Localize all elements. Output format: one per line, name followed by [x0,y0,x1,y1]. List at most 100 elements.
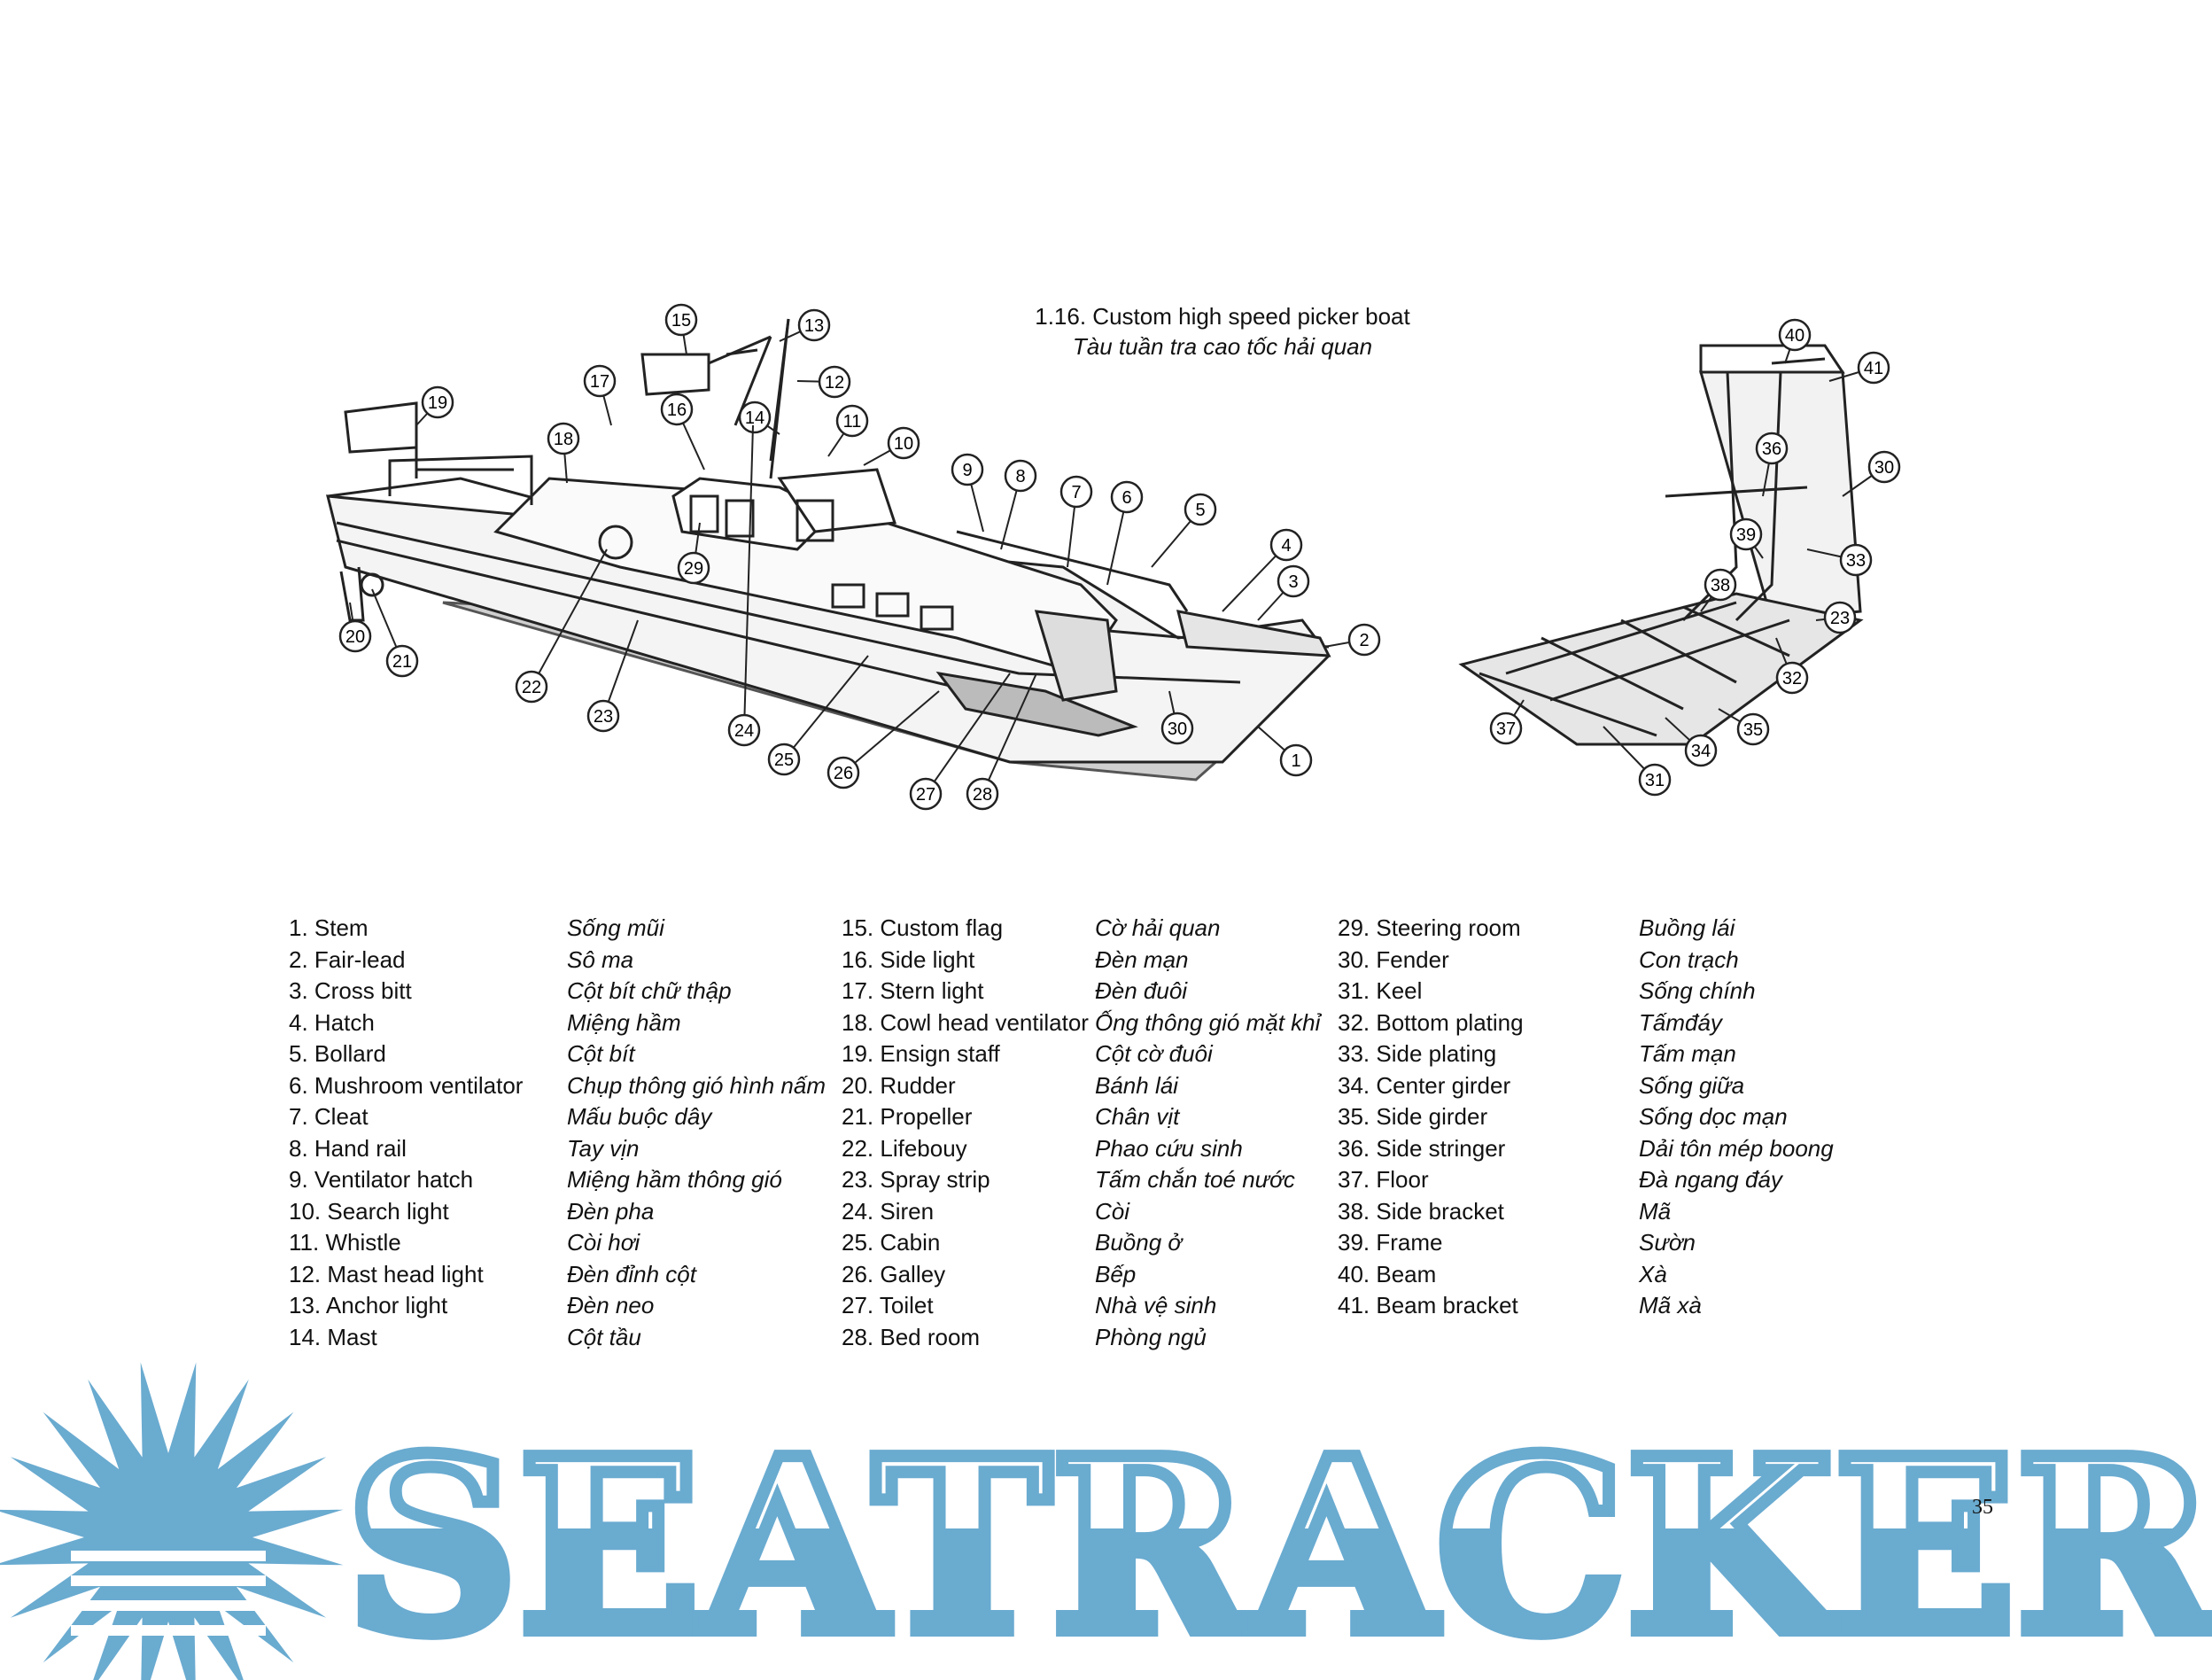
legend-term-en: 29. Steering room [1338,914,1521,941]
callout-35: 35 [1718,708,1770,746]
callout-leader-line [982,673,1037,795]
callout-leader-line [743,424,754,731]
callout-circle [1269,528,1303,562]
legend-term-en: 3. Cross bitt [289,977,412,1004]
callout-30: 30 [1842,450,1901,497]
callout-circle [738,401,772,434]
callout-circle [1729,517,1763,551]
legend-term-vi: Con trạch [1639,945,1739,973]
callout-number: 34 [1691,742,1711,761]
callout-circle [421,385,454,419]
callout-leader-line [842,690,940,774]
callout-circle [1277,564,1310,598]
callout-27: 27 [909,673,1011,811]
legend-term-vi: Bếp [1095,1260,1137,1287]
callout-17: 17 [583,364,617,426]
legend-term-vi: Tấm chắn toé nước [1095,1166,1295,1193]
legend-term-en: 4. Hatch [289,1008,375,1036]
legend-term-vi: Chụp thông gió hình nấm [567,1071,826,1099]
callout-34: 34 [1665,717,1718,767]
legend-term-vi: Mã [1639,1197,1672,1225]
sun-stripe [71,1625,266,1636]
callout-number: 30 [1168,719,1187,739]
callout-7: 7 [1059,475,1093,568]
legend-column-3: 29. Steering room Buồng lái 30. Fender Con … [1338,913,1834,1322]
legend-term-en: 24. Siren [842,1197,935,1225]
callout-29: 29 [677,522,710,585]
callout-10: 10 [863,426,920,466]
callout-circle [338,619,372,653]
legend-term-en: 8. Hand rail [289,1134,407,1162]
legend-term-en: 22. Lifebouy [842,1134,967,1162]
legend-term-vi: Đèn pha [567,1197,655,1225]
callout-circle [818,365,851,399]
callout-number: 16 [667,401,687,420]
callout-4: 4 [1222,528,1303,612]
legend-term-vi: Buồng lái [1639,914,1735,941]
callout-number: 33 [1846,551,1866,571]
callout-number: 24 [734,721,754,741]
legend-term-en: 30. Fender [1338,945,1449,973]
callout-9: 9 [951,453,984,533]
callout-number: 23 [1830,609,1850,628]
legend-row: 26. Galley Bếp [842,1259,1320,1291]
callout-circle [1110,480,1144,514]
legend-term-en: 31. Keel [1338,977,1423,1004]
callout-circle [1279,743,1313,777]
legend-term-en: 21. Propeller [842,1103,973,1130]
legend-term-en: 40. Beam [1338,1260,1437,1287]
callout-number: 39 [1736,525,1756,545]
legend-term-vi: Bánh lái [1095,1071,1178,1099]
callout-5: 5 [1151,493,1217,568]
legend-term-en: 9. Ventilator hatch [289,1166,474,1193]
legend-term-en: 1. Stem [289,914,369,941]
callout-31: 31 [1603,726,1672,797]
sun-stripe [71,1575,266,1586]
callout-23: 23 [1815,601,1857,634]
callout-number: 38 [1711,576,1730,595]
callout-number: 14 [745,408,764,428]
legend-term-vi: Sô ma [567,945,634,973]
callout-number: 13 [804,316,824,336]
legend-term-vi: Chân vịt [1095,1103,1180,1130]
legend-term-vi: Cột tầu [567,1323,641,1350]
legend-term-vi: Buồng ở [1095,1229,1183,1256]
figure-title: 1.16. Custom high speed picker boat Tàu … [930,301,1515,362]
callout-23: 23 [586,619,639,733]
callout-14: 14 [738,401,780,435]
legend-row: 30. Fender Con trạch [1338,945,1834,976]
callout-leader-line [925,673,1011,795]
callout-number: 36 [1762,439,1781,459]
callout-circle [1867,450,1901,484]
callout-circle [797,308,831,342]
figure-title-en: 1.16. Custom high speed picker boat [1035,303,1410,330]
legend-term-vi: Phòng ngủ [1095,1323,1207,1350]
callout-circle [1004,459,1037,493]
callout-11: 11 [827,404,869,457]
legend-term-en: 26. Galley [842,1260,946,1287]
callout-layer: 1234567891011121314151617181920212223242… [338,303,1901,811]
legend-term-en: 34. Center girder [1338,1071,1511,1099]
callout-number: 30 [1874,458,1894,478]
callout-circle [1839,543,1873,577]
legend-term-vi: Dải tôn mép boong [1639,1134,1834,1162]
legend-term-vi: Đèn mạn [1095,945,1189,973]
callout-28: 28 [966,673,1037,811]
callout-circle [660,393,694,426]
legend-term-en: 7. Cleat [289,1103,369,1130]
legend-row: 21. Propeller Chân vịt [842,1101,1320,1133]
